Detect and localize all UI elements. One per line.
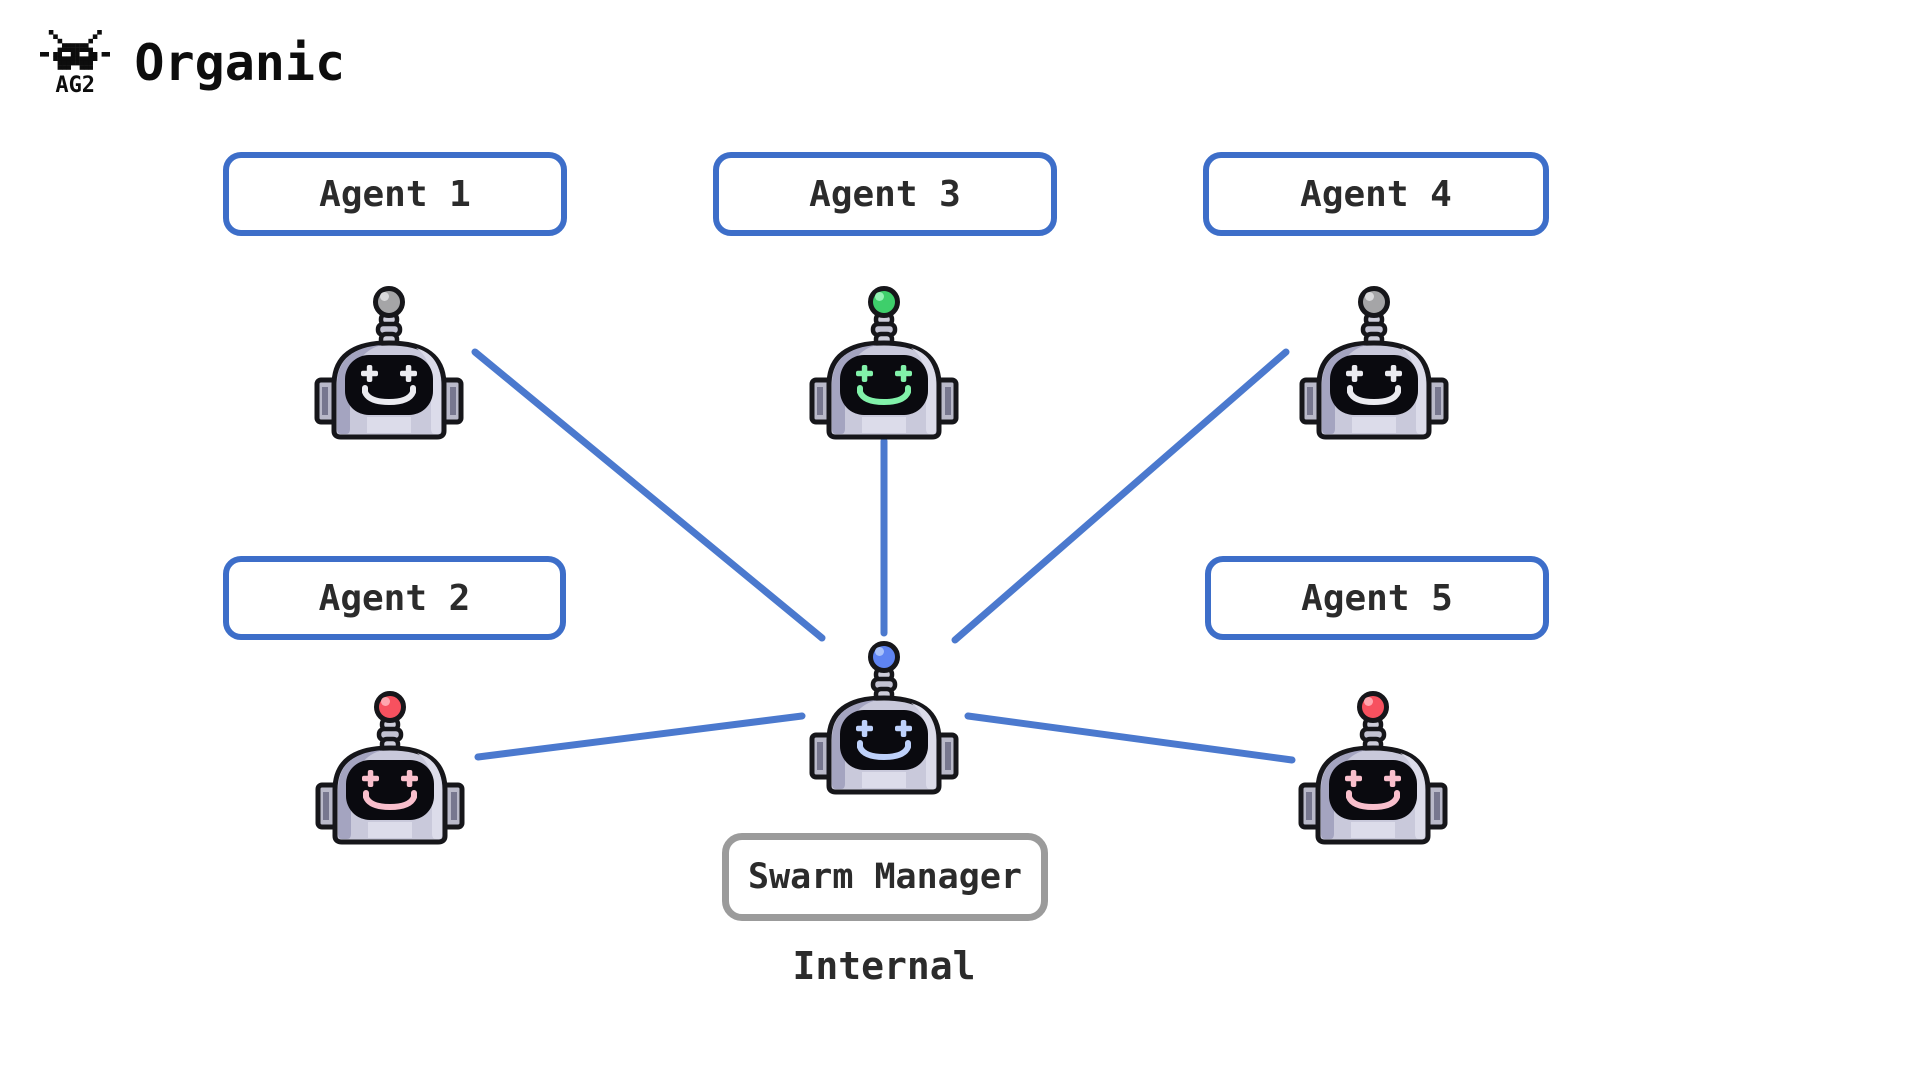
agent-2-robot-icon <box>313 690 467 850</box>
edge-agent-4-to-swarm-manager <box>951 348 1290 644</box>
agent-1-label: Agent 1 <box>319 173 471 215</box>
swarm-manager-label: Swarm Manager <box>748 857 1022 897</box>
agent-5-label: Agent 5 <box>1301 577 1453 619</box>
agent-3-label: Agent 3 <box>809 173 961 215</box>
edge-agent-2-to-swarm-manager <box>474 712 806 761</box>
edge-agent-5-to-swarm-manager <box>964 712 1296 764</box>
ag2-logo-icon: AG2 <box>40 30 111 96</box>
agent-1-label-box: Agent 1 <box>223 152 567 236</box>
agent-5-robot-icon <box>1296 690 1450 850</box>
agent-4-label-box: Agent 4 <box>1203 152 1549 236</box>
agent-2-label: Agent 2 <box>318 577 471 619</box>
page-title: Organic <box>134 34 346 92</box>
swarm-manager-label-box: Swarm Manager <box>722 833 1048 921</box>
swarm-manager-sublabel: Internal <box>792 944 976 988</box>
agent-5-label-box: Agent 5 <box>1205 556 1549 640</box>
agent-3-robot-icon <box>807 285 961 445</box>
agent-2-label-box: Agent 2 <box>223 556 566 640</box>
agent-1-robot-icon <box>312 285 466 445</box>
agent-4-robot-icon <box>1297 285 1451 445</box>
svg-text:AG2: AG2 <box>55 73 95 96</box>
header: AG2 Organic <box>40 30 345 96</box>
agent-3-label-box: Agent 3 <box>713 152 1057 236</box>
agent-4-label: Agent 4 <box>1300 173 1452 215</box>
swarm-manager-robot-icon <box>807 640 961 800</box>
edge-agent-1-to-swarm-manager <box>471 348 826 642</box>
